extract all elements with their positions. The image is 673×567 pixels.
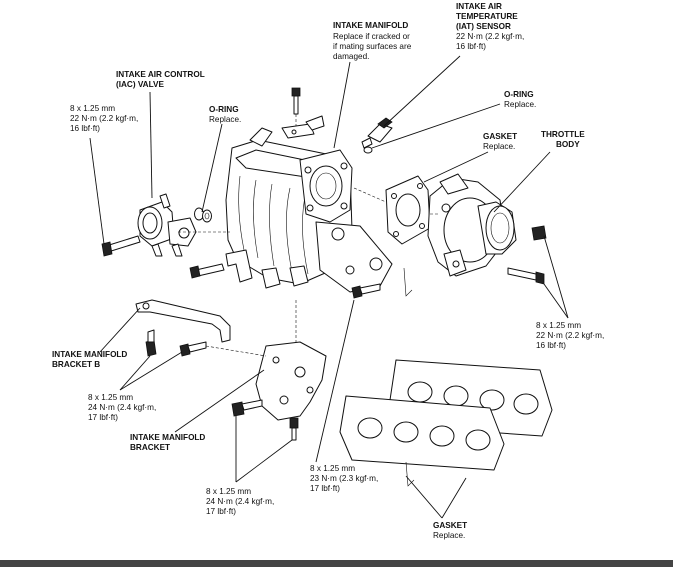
label-title: GASKET: [433, 521, 467, 530]
label-torque: 22 N·m (2.2 kgf·m,: [536, 331, 604, 340]
throttle-body-part: [427, 173, 517, 277]
label-title: INTAKE MANIFOLD: [333, 21, 408, 30]
label-torque: 16 lbf·ft): [536, 341, 566, 350]
label-bracket-b-bolt: 8 x 1.25 mm 24 N·m (2.4 kgf·m, 17 lbf·ft…: [88, 393, 156, 422]
manifold-top-bracket-part: [281, 115, 325, 139]
top-bolt-part: [291, 87, 301, 115]
label-title: O-RING: [209, 105, 239, 114]
footer-bar: [0, 560, 673, 567]
oring-right-part: [363, 146, 373, 154]
bracket-part: [255, 341, 327, 421]
bracket-bolt-part: [231, 399, 299, 441]
label-title: GASKET: [483, 132, 517, 141]
label-oring-left: O-RING Replace.: [209, 105, 241, 124]
label-note: Replace.: [209, 115, 241, 124]
label-title: BODY: [556, 140, 580, 149]
label-title: (IAC) VALVE: [116, 80, 164, 89]
label-size: 8 x 1.25 mm: [70, 104, 115, 113]
label-torque: 22 N·m (2.2 kgf·m,: [456, 32, 524, 41]
label-note: Replace if cracked or: [333, 32, 410, 41]
tb-bolt-part: [507, 225, 547, 285]
label-title: O-RING: [504, 90, 534, 99]
label-bracket-b: INTAKE MANIFOLD BRACKET B: [52, 350, 127, 369]
label-torque: 16 lbf·ft): [70, 124, 100, 133]
iac-valve-part: [137, 193, 197, 257]
leader-lines: [89, 55, 569, 519]
label-intake-manifold: INTAKE MANIFOLD Replace if cracked or if…: [333, 21, 412, 61]
label-title: BRACKET: [130, 443, 170, 452]
label-iac-valve: INTAKE AIR CONTROL (IAC) VALVE: [116, 70, 205, 89]
label-gasket-top: GASKET Replace.: [483, 132, 517, 151]
gasket-bottom-part: [339, 359, 553, 471]
label-note: Replace.: [504, 100, 536, 109]
label-note: Replace.: [433, 531, 465, 540]
label-note: if mating surfaces are: [333, 42, 412, 51]
label-torque: 16 lbf·ft): [456, 42, 486, 51]
oring-left-part: [194, 207, 212, 223]
label-torque: 17 lbf·ft): [310, 484, 340, 493]
label-size: 8 x 1.25 mm: [310, 464, 355, 473]
label-torque: 24 N·m (2.4 kgf·m,: [88, 403, 156, 412]
label-center-bolt: 8 x 1.25 mm 23 N·m (2.3 kgf·m, 17 lbf·ft…: [310, 464, 378, 493]
label-size: 8 x 1.25 mm: [206, 487, 251, 496]
manifold-side-bolt-part: [189, 249, 253, 283]
label-note: Replace.: [483, 142, 515, 151]
bracket-b-part: [135, 299, 231, 343]
label-title: THROTTLE: [541, 130, 585, 139]
label-title: INTAKE AIR CONTROL: [116, 70, 205, 79]
label-throttle-body: THROTTLE BODY: [541, 130, 585, 149]
center-bolt-part: [351, 283, 381, 299]
label-size: 8 x 1.25 mm: [536, 321, 581, 330]
label-title: BRACKET B: [52, 360, 100, 369]
label-iac-bolt: 8 x 1.25 mm 22 N·m (2.2 kgf·m, 16 lbf·ft…: [70, 104, 138, 133]
gasket-top-part: [385, 175, 431, 245]
label-title: TEMPERATURE: [456, 12, 518, 21]
iac-bolt-part: [101, 235, 141, 257]
label-bracket-bolt: 8 x 1.25 mm 24 N·m (2.4 kgf·m, 17 lbf·ft…: [206, 487, 274, 516]
label-torque: 17 lbf·ft): [88, 413, 118, 422]
label-size: 8 x 1.25 mm: [88, 393, 133, 402]
label-note: damaged.: [333, 52, 369, 61]
label-torque: 17 lbf·ft): [206, 507, 236, 516]
label-torque: 22 N·m (2.2 kgf·m,: [70, 114, 138, 123]
iat-sensor-part: [361, 117, 393, 149]
label-title: INTAKE MANIFOLD: [52, 350, 127, 359]
label-torque: 23 N·m (2.3 kgf·m,: [310, 474, 378, 483]
label-tb-bolt: 8 x 1.25 mm 22 N·m (2.2 kgf·m, 16 lbf·ft…: [536, 321, 604, 350]
label-title: INTAKE MANIFOLD: [130, 433, 205, 442]
label-bracket: INTAKE MANIFOLD BRACKET: [130, 433, 205, 452]
label-torque: 24 N·m (2.4 kgf·m,: [206, 497, 274, 506]
label-iat-sensor: INTAKE AIR TEMPERATURE (IAT) SENSOR 22 N…: [456, 2, 524, 51]
intake-manifold-part: [225, 127, 393, 293]
label-oring-right: O-RING Replace.: [504, 90, 536, 109]
label-title: INTAKE AIR: [456, 2, 502, 11]
bracket-b-bolt-part: [145, 329, 207, 357]
label-gasket-bottom: GASKET Replace.: [433, 521, 467, 540]
label-title: (IAT) SENSOR: [456, 22, 511, 31]
